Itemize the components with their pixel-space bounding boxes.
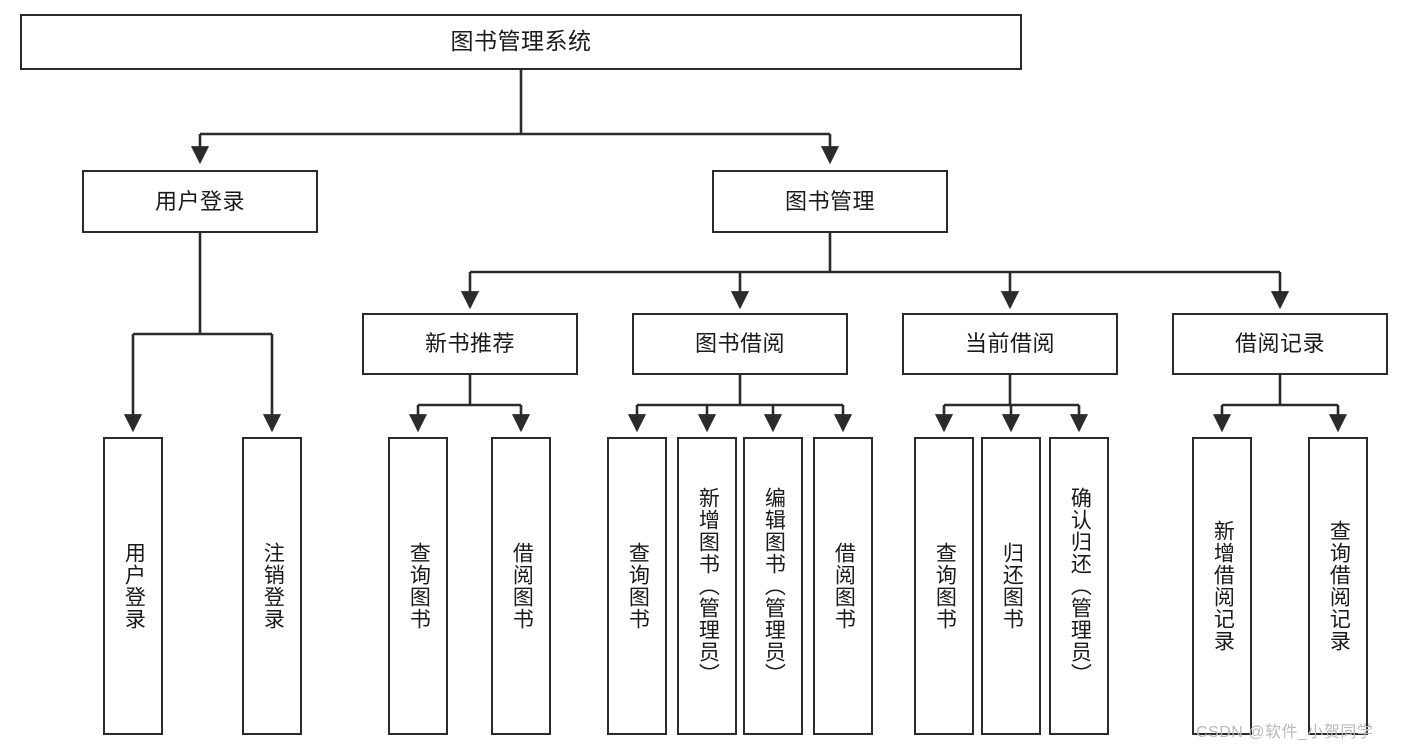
leaf-record-query-record[interactable]: 查询借阅记录 [1308,437,1368,735]
leaf-current-confirm-return-admin[interactable]: 确认归还（管理员） [1049,437,1109,735]
leaf-user-logout[interactable]: 注销登录 [242,437,302,735]
node-system-root[interactable]: 图书管理系统 [20,14,1022,70]
leaf-borrow-query-book[interactable]: 查询图书 [607,437,667,735]
node-book-borrow[interactable]: 图书借阅 [632,313,848,375]
leaf-record-add-record[interactable]: 新增借阅记录 [1192,437,1252,735]
node-borrow-record[interactable]: 借阅记录 [1172,313,1388,375]
leaf-borrow-borrow-book[interactable]: 借阅图书 [813,437,873,735]
node-book-management[interactable]: 图书管理 [712,170,948,233]
leaf-current-query-book[interactable]: 查询图书 [914,437,974,735]
leaf-borrow-add-book-admin[interactable]: 新增图书（管理员） [677,437,737,735]
leaf-newbook-query-book[interactable]: 查询图书 [388,437,448,735]
csdn-watermark: CSDN @软件_小贺同学 [1196,724,1374,741]
node-user-login[interactable]: 用户登录 [82,170,318,233]
leaf-borrow-edit-book-admin[interactable]: 编辑图书（管理员） [743,437,803,735]
leaf-current-return-book[interactable]: 归还图书 [981,437,1041,735]
leaf-user-login[interactable]: 用户登录 [103,437,163,735]
leaf-newbook-borrow-book[interactable]: 借阅图书 [491,437,551,735]
node-new-book-recommend[interactable]: 新书推荐 [362,313,578,375]
node-current-borrow[interactable]: 当前借阅 [902,313,1118,375]
